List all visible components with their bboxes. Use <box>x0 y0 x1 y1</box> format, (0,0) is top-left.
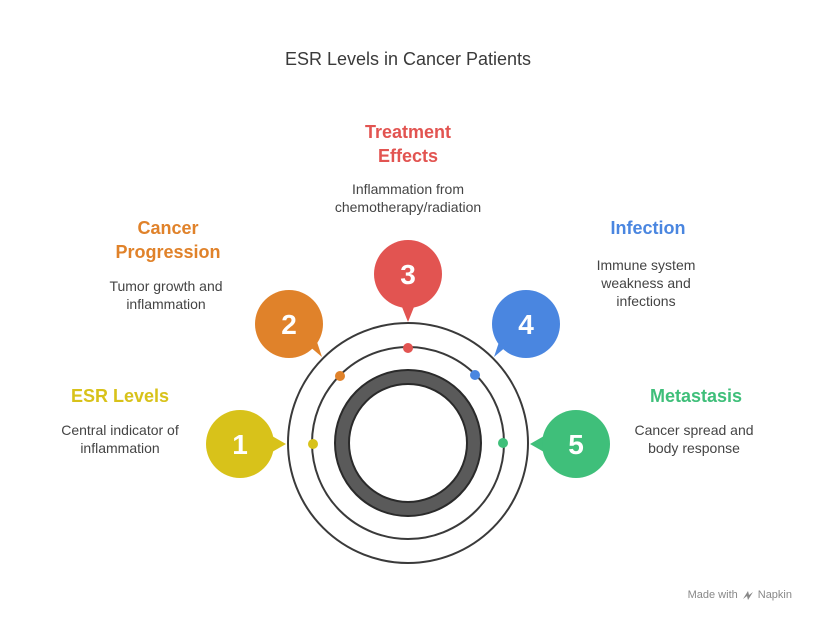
step-5-description: Cancer spread and body response <box>634 422 754 456</box>
diagram-title: ESR Levels in Cancer Patients <box>284 49 532 69</box>
step-1-number: 1 <box>232 429 248 460</box>
step-2-number: 2 <box>281 309 297 340</box>
step-1-bubble: 1 <box>206 410 286 478</box>
step-3-number: 3 <box>400 259 416 290</box>
footer-brand: Napkin <box>757 589 792 601</box>
core-ring-edge-outer <box>334 369 482 517</box>
napkin-logo-icon <box>742 591 753 600</box>
core-ring <box>335 370 481 516</box>
dot-3 <box>403 343 413 353</box>
step-1-label: ESR Levels <box>70 386 170 406</box>
step-3-description: Inflammation from chemotherapy/radiation <box>334 181 482 215</box>
step-4-bubble: 4 <box>492 290 560 358</box>
step-3-bubble: 3 <box>374 240 442 322</box>
step-2-bubble: 2 <box>255 290 323 358</box>
step-4-number: 4 <box>518 309 534 340</box>
dot-1 <box>308 439 318 449</box>
step-2-description: Tumor growth and inflammation <box>109 278 223 312</box>
step-2-label: Cancer Progression <box>115 218 221 262</box>
step-3-label: Treatment Effects <box>364 122 452 166</box>
outer-ring <box>287 322 529 564</box>
dot-4 <box>470 370 480 380</box>
step-4-label: Infection <box>610 218 686 238</box>
footer-prefix: Made with <box>687 589 738 601</box>
step-1-description: Central indicator of inflammation <box>61 422 179 456</box>
core-ring-edge-inner <box>348 383 468 503</box>
footer-attribution: Made with Napkin <box>688 589 792 601</box>
step-4-description: Immune system weakness and infections <box>596 257 696 309</box>
dot-2 <box>335 371 345 381</box>
step-5-bubble: 5 <box>530 410 610 478</box>
step-5-number: 5 <box>568 429 584 460</box>
dot-5 <box>498 438 508 448</box>
step-5-label: Metastasis <box>649 386 743 406</box>
